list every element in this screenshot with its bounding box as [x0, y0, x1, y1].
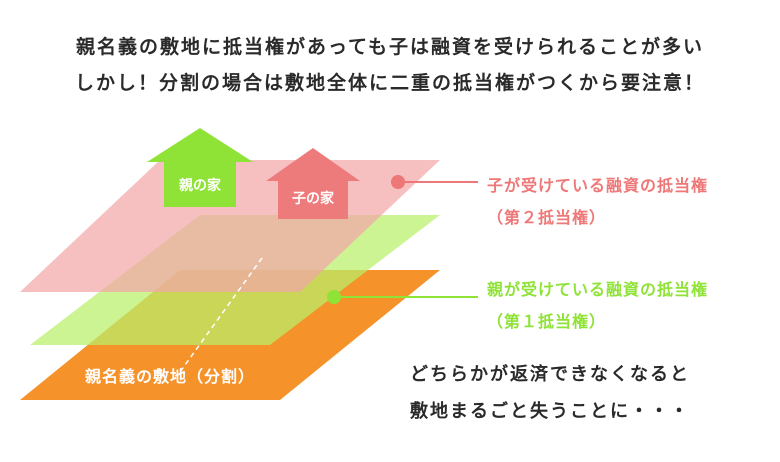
parent-house-label: 親の家 — [179, 177, 222, 194]
warning-line-1: どちらかが返済できなくなると — [410, 364, 690, 385]
child-house-label: 子の家 — [292, 190, 335, 207]
division-line — [179, 257, 263, 373]
child-loan-title: 子が受けている融資の抵当権 — [487, 176, 709, 195]
parent-house — [147, 128, 253, 207]
child-house — [266, 148, 360, 219]
header-line-2: しかし！分割の場合は敷地全体に二重の抵当権がつくから要注意！ — [74, 72, 705, 94]
parent-loan-subtitle: （第１抵当権） — [487, 312, 607, 331]
land-label: 親名義の敷地（分割） — [85, 367, 255, 386]
child-loan-subtitle: （第２抵当権） — [487, 208, 607, 227]
warning-line-2: 敷地まるごと失うことに・・・ — [410, 401, 690, 422]
header-line-1: 親名義の敷地に抵当権があっても子は融資を受けられることが多い — [75, 36, 705, 58]
parent-loan-title: 親が受けている融資の抵当権 — [487, 280, 709, 299]
